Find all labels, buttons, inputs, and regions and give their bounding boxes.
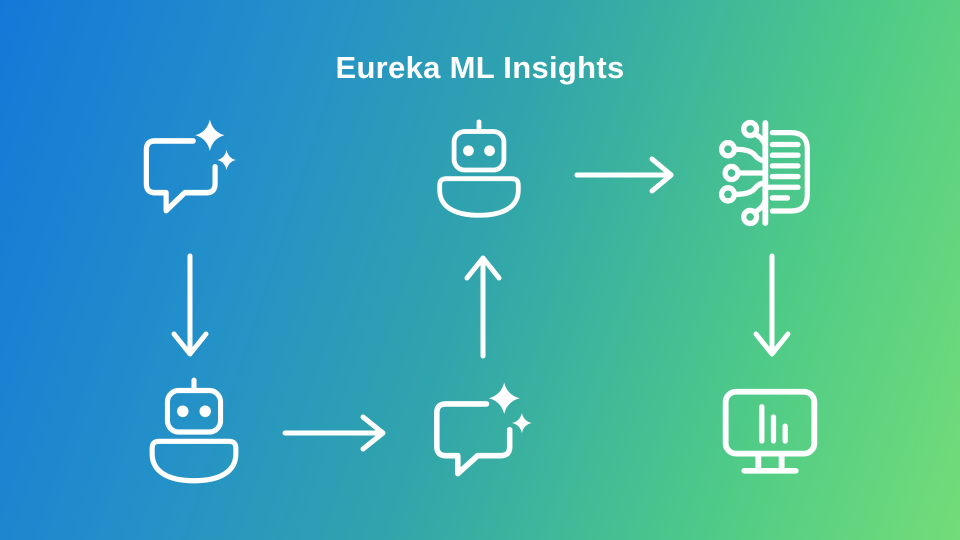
bot-icon: [145, 376, 243, 488]
monitor-chart-icon: [714, 378, 826, 488]
arrow-down-icon: [168, 252, 212, 360]
chat-sparkle-icon: [428, 378, 534, 486]
data-document-icon: [714, 116, 826, 230]
chat-sparkle-icon: [138, 115, 238, 223]
arrow-up-icon: [461, 252, 505, 360]
bot-icon: [433, 118, 525, 222]
page-title: Eureka ML Insights: [335, 50, 625, 85]
arrow-right-icon: [573, 153, 677, 197]
arrow-right-icon: [281, 411, 389, 455]
arrow-down-icon: [750, 252, 794, 360]
